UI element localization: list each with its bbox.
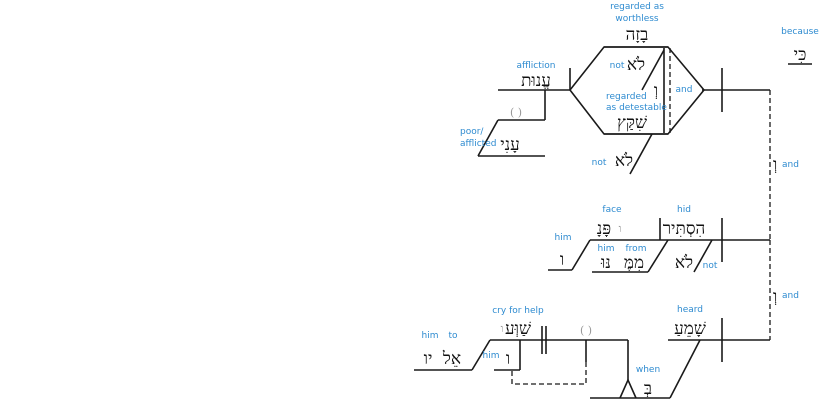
gloss-him-1: him bbox=[598, 244, 615, 254]
clause-2-possessor-line bbox=[571, 239, 591, 271]
word-lo-1: לֹא bbox=[627, 55, 645, 75]
gloss-cry-for-help: cry for help bbox=[492, 306, 544, 316]
gloss-and-1: and bbox=[676, 85, 693, 95]
word-histir: הִסְתִּיר bbox=[663, 219, 706, 239]
conj-ve-2: וְ bbox=[773, 155, 777, 175]
clause-3-when-line bbox=[669, 339, 701, 399]
gloss-to: to bbox=[448, 331, 458, 341]
gloss-regarded: regarded bbox=[606, 92, 647, 102]
word-be: בְּ bbox=[644, 379, 652, 399]
word-bazah: בָזָה bbox=[626, 25, 649, 45]
implied-paren-1: ( ) bbox=[510, 106, 522, 119]
gloss-poor: poor/ bbox=[460, 127, 484, 137]
word-ani: עָנִי bbox=[500, 135, 520, 155]
gloss-as-detestable: as detestable bbox=[606, 103, 667, 113]
implied-paren-2: ( ) bbox=[580, 324, 592, 337]
word-lo-2: לֹא bbox=[615, 151, 633, 171]
gloss-not-3: not bbox=[703, 261, 718, 271]
clause-1: כִּי because regarded as worthless בָזָה… bbox=[460, 2, 819, 175]
word-vav-2: ו bbox=[560, 250, 564, 270]
word-shama: שָׁמֵעַ bbox=[674, 319, 706, 339]
connector-2-3: וְ and bbox=[769, 240, 799, 340]
gloss-face: face bbox=[602, 205, 622, 215]
word-shiqqats: שִׁקַּץ bbox=[617, 113, 647, 133]
conj-ve-3: וְ bbox=[773, 287, 777, 307]
connector-1-2: וְ and bbox=[769, 90, 799, 240]
clause-3: heard שָׁמֵעַ when בְּ cry for help שַׁו… bbox=[414, 305, 770, 399]
gloss-him-3: him bbox=[483, 351, 500, 361]
word-lo-3: לֹא bbox=[675, 253, 693, 273]
dashed-link-implied bbox=[511, 362, 587, 385]
upper-modifier-line bbox=[641, 49, 665, 91]
gloss-regarded-as: regarded as bbox=[610, 2, 664, 12]
gloss-when: when bbox=[636, 365, 660, 375]
gloss-not-2: not bbox=[592, 158, 607, 168]
gloss-because: because bbox=[781, 27, 819, 37]
gloss-affliction: affliction bbox=[517, 61, 556, 71]
word-nnu: נּוּ bbox=[600, 253, 611, 273]
gloss-worthless: worthless bbox=[615, 14, 659, 24]
lower-modifier-line bbox=[629, 133, 653, 175]
implied-vav-shavvo: ו bbox=[501, 322, 504, 335]
gloss-afflicted: afflicted bbox=[460, 139, 496, 149]
word-vav-3: ו bbox=[506, 349, 510, 369]
clause-2-pp-line bbox=[647, 239, 669, 273]
word-enut: עֱנוּת bbox=[521, 71, 551, 91]
gloss-from: from bbox=[626, 244, 647, 254]
word-mimmen: מִמֶּ bbox=[624, 253, 644, 273]
implied-vav-panav: ו bbox=[619, 222, 622, 235]
gloss-him-2: him bbox=[555, 233, 572, 243]
clause-3-pp-line bbox=[471, 339, 491, 371]
word-ki: כִּי bbox=[794, 45, 807, 65]
word-panav: פָּנָ bbox=[597, 219, 612, 239]
gloss-not-1: not bbox=[610, 61, 625, 71]
word-ve-1: וְ bbox=[654, 81, 658, 101]
gloss-hid: hid bbox=[677, 205, 691, 215]
clause-3-pedestal bbox=[619, 378, 637, 399]
word-yav: יו bbox=[424, 349, 433, 369]
gloss-him-4: him bbox=[422, 331, 439, 341]
gloss-heard: heard bbox=[677, 305, 703, 315]
word-el: אֵל bbox=[442, 349, 461, 369]
gloss-and-2: and bbox=[782, 160, 799, 170]
word-shavvo: שַׁוְּע bbox=[505, 319, 531, 339]
gloss-and-3: and bbox=[782, 291, 799, 301]
clause-2-not-line bbox=[693, 239, 713, 273]
clause-2: hid הִסְתִּיר face פָּנָ ו לֹא not from … bbox=[548, 205, 770, 273]
poor-modifier-line bbox=[477, 119, 499, 157]
